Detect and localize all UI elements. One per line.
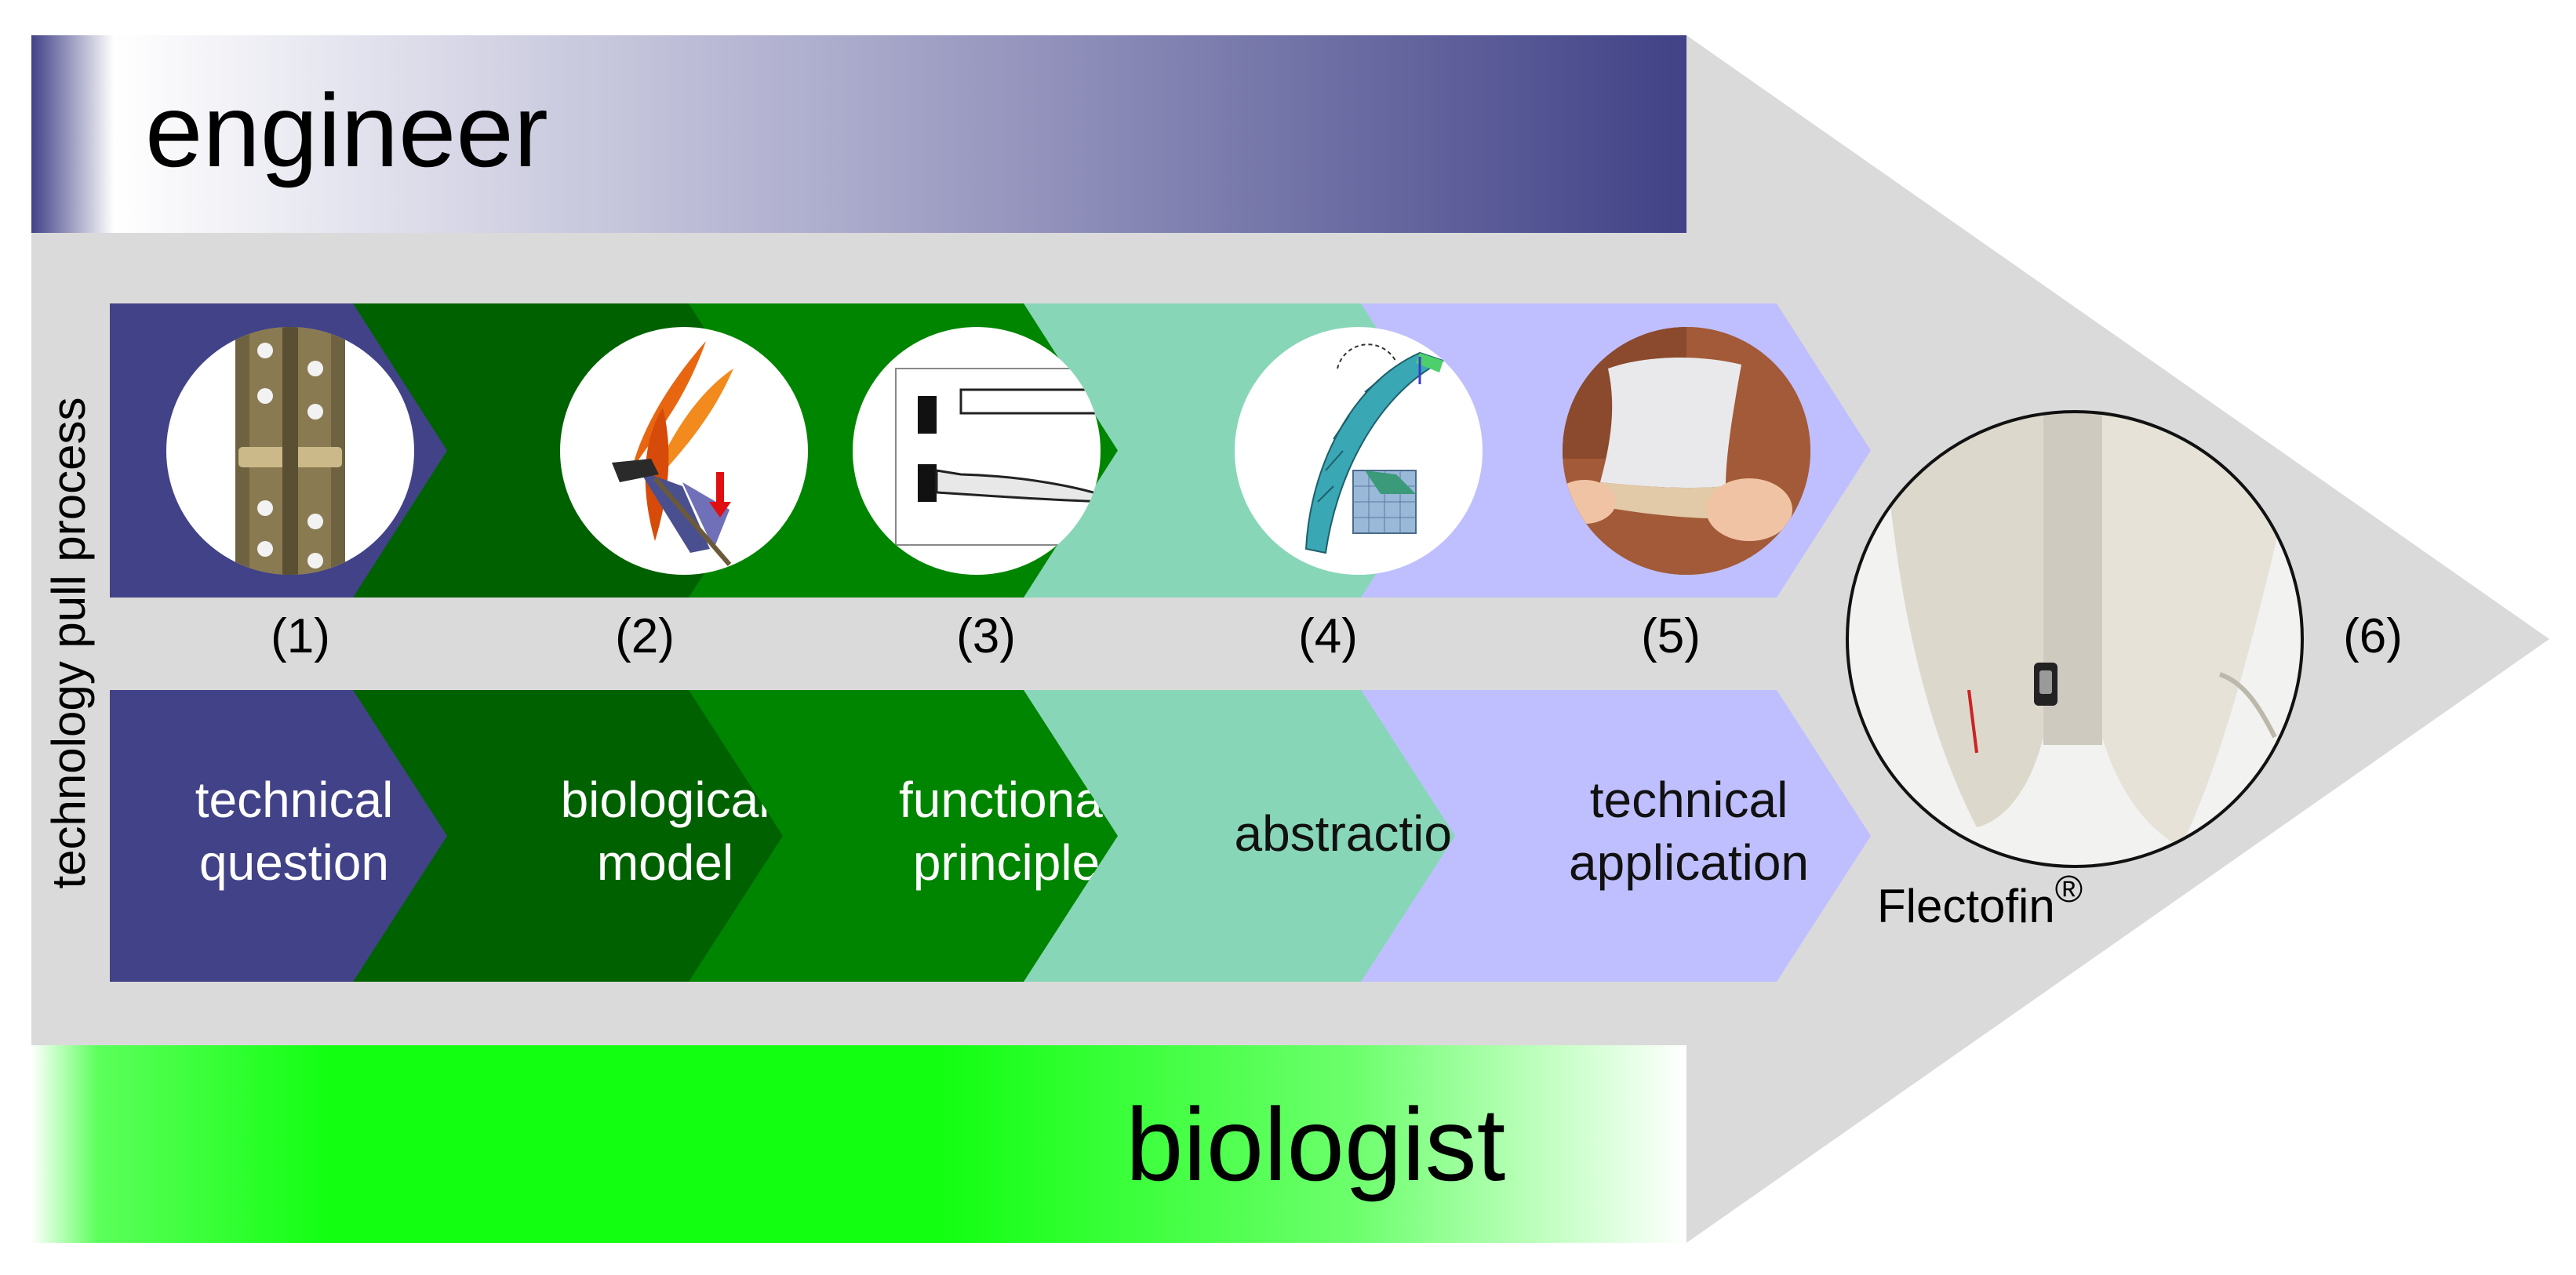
process-side-label: technology pull process [42,397,95,888]
step-number-3: (3) [956,609,1016,663]
step-3-label-line1: functional [899,772,1114,828]
step-2-label-line2: model [597,834,733,891]
step-number-6: (6) [2343,609,2403,663]
fem-simulation-icon [1235,327,1483,575]
engineer-banner [31,35,1686,233]
step-number-5: (5) [1641,609,1701,663]
label-chevron-4 [1024,690,1534,982]
biologist-label: biologist [1126,1087,1505,1202]
bending-beam-sketch-icon [853,327,1101,575]
flectofin-facade-icon [1846,410,2304,868]
label-chevron-row: technical question biological model function… [110,690,1871,982]
flectofin-label: Flectofin® [1877,869,2083,932]
step-5-label-line2: application [1569,834,1809,891]
step-1-label-line2: question [199,834,389,891]
bird-of-paradise-flower-icon [560,327,808,575]
label-chevron-5 [1361,690,1871,982]
step-number-1: (1) [271,609,330,663]
step-2-label-line1: biological [561,772,770,828]
label-chevron-2 [353,690,863,982]
engineer-label: engineer [145,73,548,188]
step-3-label-line2: principle [913,834,1100,891]
flectofin-name: Flectofin [1877,880,2055,932]
step-1-label-line1: technical [195,772,394,828]
step-5-label-line1: technical [1590,772,1788,828]
biologist-banner [31,1045,1686,1243]
step-4-label-line1: abstraction [1234,805,1479,862]
step-number-4: (4) [1298,609,1358,663]
step-number-2: (2) [615,609,675,663]
step-number-row: (1) (2) (3) (4) (5) [271,609,1701,663]
registered-mark: ® [2055,869,2083,910]
hinge-icon [166,327,414,575]
